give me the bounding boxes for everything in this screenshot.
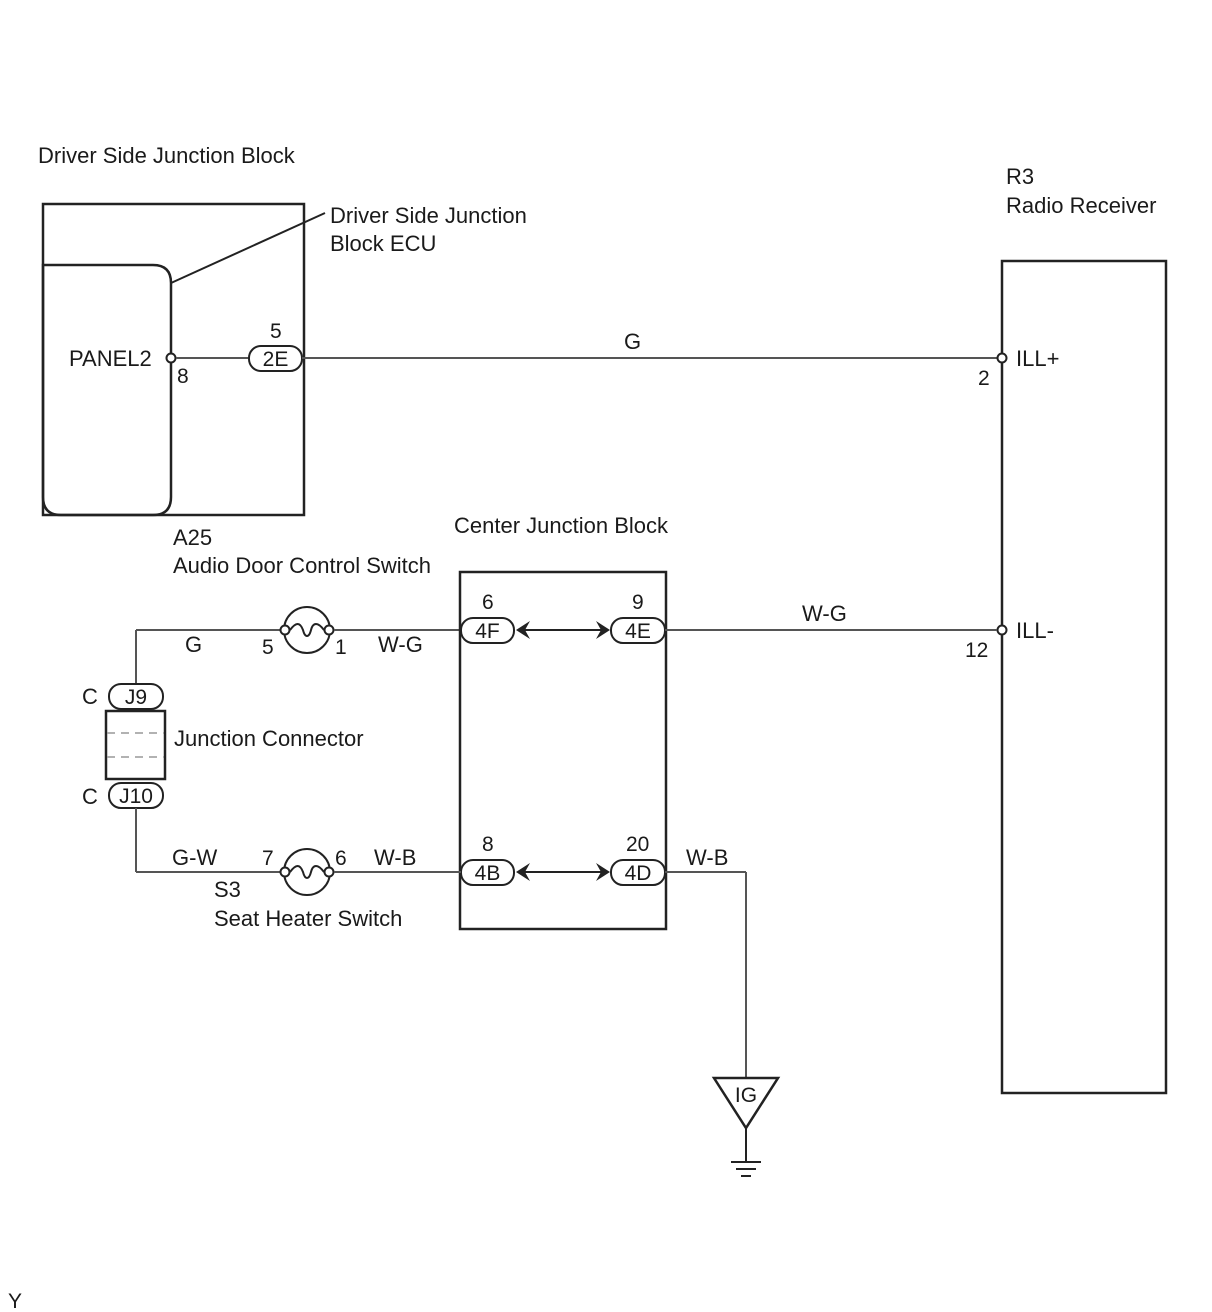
audio-switch-terminal-1 — [323, 624, 335, 636]
seat-heater-pin-left: 7 — [262, 847, 274, 870]
center-jb-box — [458, 570, 668, 931]
connector-4f-arrow — [516, 621, 530, 639]
ecu-label-line2: Block ECU — [330, 231, 436, 256]
connector-4d-label: 4D — [625, 862, 652, 885]
wire-gw-label: G-W — [172, 845, 217, 870]
connector-4d-arrow — [596, 863, 610, 881]
seat-heater-filament — [289, 865, 325, 879]
wire-wg-audio-label: W-G — [378, 632, 423, 657]
wire-wg-radio-label: W-G — [802, 601, 847, 626]
connector-4f-pin: 6 — [482, 591, 494, 614]
audio-switch-pin-left: 5 — [262, 636, 274, 659]
connector-4e-pin: 9 — [632, 591, 644, 614]
connector-2e-pin: 5 — [270, 320, 282, 343]
radio-name: Radio Receiver — [1006, 193, 1156, 218]
ecu-label-line1: Driver Side Junction — [330, 203, 527, 228]
driver-jb-title: Driver Side Junction Block — [38, 143, 296, 168]
seat-heater-terminal-6 — [323, 866, 335, 878]
radio-ill-minus-pin: 12 — [965, 639, 988, 662]
j9-prefix: C — [82, 684, 98, 709]
seat-heater-pin-right: 6 — [335, 847, 347, 870]
connector-4b-arrow — [516, 863, 530, 881]
wire-g-top-label: G — [624, 329, 641, 354]
radio-ill-plus-label: ILL+ — [1016, 346, 1059, 371]
audio-switch-code: A25 — [173, 525, 212, 550]
ground-ig-triangle — [711, 1076, 781, 1131]
ecu-leader-line — [170, 212, 326, 284]
wire-g-left-label: G — [185, 632, 202, 657]
driver-jb-ecu-box — [41, 263, 173, 517]
connector-2e-label: 2E — [263, 348, 289, 371]
connector-4f-label: 4F — [475, 620, 500, 643]
panel2-terminal — [165, 352, 177, 364]
audio-switch-pin-right: 1 — [335, 636, 347, 659]
connector-j9 — [108, 683, 164, 710]
footer-code: Y — [8, 1290, 22, 1312]
radio-ill-plus-terminal — [996, 352, 1008, 364]
connector-4f — [460, 617, 515, 644]
seat-heater-name: Seat Heater Switch — [214, 906, 402, 931]
seat-heater-code: S3 — [214, 877, 241, 902]
ground-ig-label: IG — [735, 1084, 757, 1107]
audio-switch-terminal-5 — [279, 624, 291, 636]
junction-connector-name: Junction Connector — [174, 726, 364, 751]
radio-receiver-box — [1000, 259, 1168, 1095]
audio-switch-filament — [289, 623, 325, 637]
radio-code: R3 — [1006, 164, 1034, 189]
panel2-terminal-label: PANEL2 — [69, 346, 152, 371]
radio-ill-minus-label: ILL- — [1016, 618, 1054, 643]
radio-ill-plus-pin: 2 — [978, 367, 990, 390]
panel2-pin: 8 — [177, 365, 189, 388]
junction-connector-body — [104, 709, 167, 781]
wire-wb-ground-label: W-B — [686, 845, 728, 870]
connector-j10-label: J10 — [119, 785, 153, 808]
connector-4e-arrow — [596, 621, 610, 639]
connector-j9-label: J9 — [125, 686, 147, 709]
j10-prefix: C — [82, 784, 98, 809]
seat-heater-terminal-7 — [279, 866, 291, 878]
audio-switch-name: Audio Door Control Switch — [173, 553, 431, 578]
connector-4b-pin: 8 — [482, 833, 494, 856]
connector-4e-label: 4E — [625, 620, 651, 643]
center-jb-title: Center Junction Block — [454, 513, 669, 538]
connector-4d-pin: 20 — [626, 833, 649, 856]
wire-wb-seat-label: W-B — [374, 845, 416, 870]
radio-ill-minus-terminal — [996, 624, 1008, 636]
connector-4b-label: 4B — [475, 862, 501, 885]
